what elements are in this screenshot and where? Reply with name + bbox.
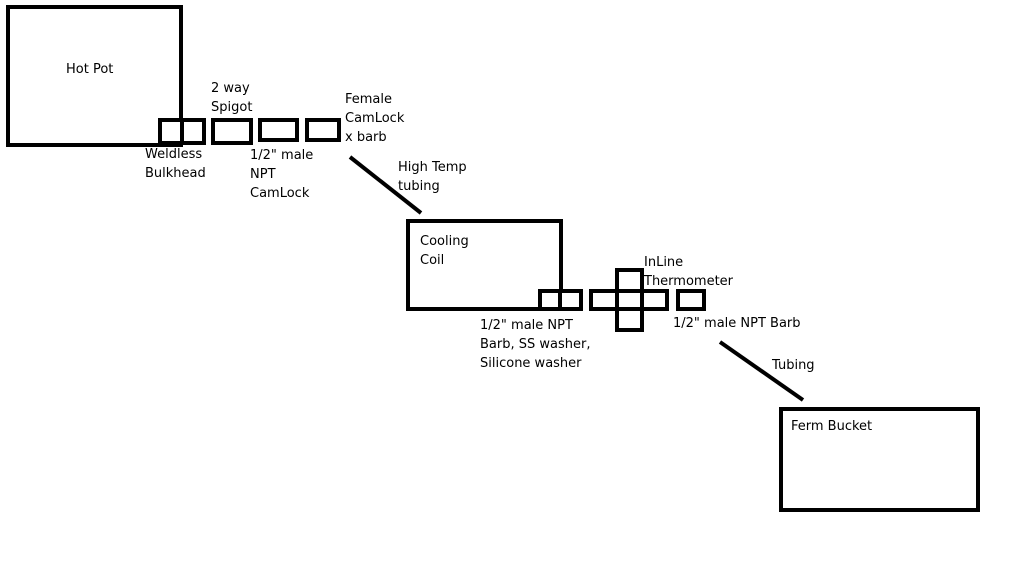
two-way-spigot-label: 2 way Spigot bbox=[211, 81, 253, 115]
male-npt-camlock-label: 1/2" male NPT CamLock bbox=[250, 148, 314, 201]
female-camlock-fitting bbox=[305, 118, 341, 142]
tubing-line bbox=[718, 340, 805, 402]
weldless-bulkhead-label: Weldless Bulkhead bbox=[145, 147, 206, 181]
hot-pot-box bbox=[6, 5, 183, 147]
male-npt-barb-fitting bbox=[676, 289, 706, 311]
ferm-bucket-box bbox=[779, 407, 980, 512]
tubing-label: Tubing bbox=[772, 358, 815, 373]
hot-pot-label: Hot Pot bbox=[66, 62, 114, 77]
cooling-coil-label: Cooling Coil bbox=[420, 234, 469, 268]
inline-thermometer-fitting bbox=[589, 268, 669, 332]
coil-fittings-label: 1/2" male NPT Barb, SS washer, Silicone … bbox=[480, 318, 591, 371]
two-way-spigot-fitting bbox=[211, 118, 253, 145]
inline-thermometer-label: InLine Thermometer bbox=[644, 255, 734, 289]
female-camlock-label: Female CamLock x barb bbox=[345, 92, 405, 145]
cooling-coil-box bbox=[406, 219, 563, 311]
high-temp-tubing-line bbox=[348, 155, 423, 215]
high-temp-tubing-label: High Temp tubing bbox=[398, 160, 467, 194]
male-npt-barb-label: 1/2" male NPT Barb bbox=[673, 316, 801, 331]
ferm-bucket-label: Ferm Bucket bbox=[791, 419, 873, 434]
male-npt-camlock-fitting bbox=[258, 118, 299, 142]
